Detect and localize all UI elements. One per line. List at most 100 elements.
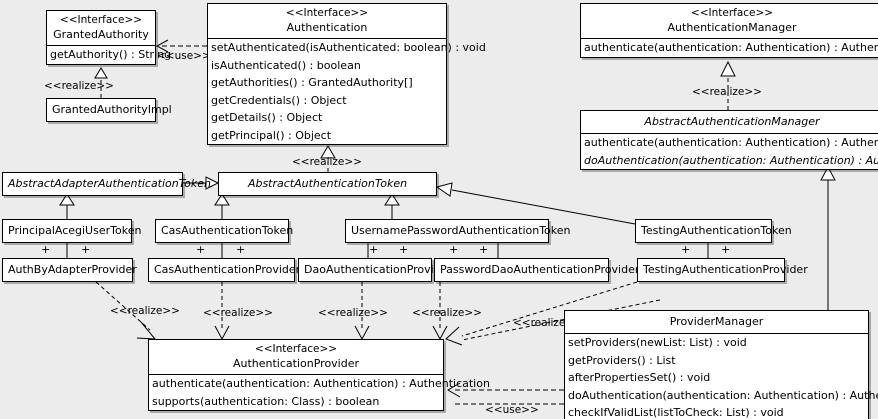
class-name: CasAuthenticationToken	[161, 224, 294, 237]
class-header: CasAuthenticationProvider	[149, 259, 301, 281]
label-realize-auth-by-adapter: <<realize>>	[110, 305, 180, 317]
class-header: GrantedAuthorityImpl	[47, 99, 172, 121]
member-item: getPrincipal() : Object	[211, 128, 332, 142]
class-name: GrantedAuthorityImpl	[52, 103, 172, 116]
class-authentication-provider[interactable]: <<Interface>> AuthenticationProvider aut…	[148, 339, 490, 411]
association-marker: +	[236, 243, 246, 256]
class-name: GrantedAuthority	[53, 28, 149, 41]
member-item: checkIfValidList(listToCheck: List) : vo…	[568, 406, 784, 419]
class-header: PrincipalAcegiUserToken	[3, 220, 142, 242]
class-name: AbstractAuthenticationToken	[247, 177, 408, 190]
member-item: getAuthority() : String	[50, 48, 172, 61]
class-header: TestingAuthenticationToken	[636, 220, 792, 242]
class-name: CasAuthenticationProvider	[154, 263, 301, 276]
member-item: getCredentials() : Object	[211, 93, 347, 107]
class-name: AuthenticationManager	[667, 21, 797, 34]
class-testing-authentication-provider[interactable]: TestingAuthenticationProvider	[637, 258, 808, 282]
class-header: <<Interface>> AuthenticationManager	[581, 4, 878, 38]
class-header: DaoAuthenticationProvider	[299, 259, 452, 281]
member-item: getDetails() : Object	[211, 111, 323, 124]
member-list: getAuthority() : String	[47, 45, 172, 64]
class-name: ProviderManager	[669, 315, 764, 328]
class-username-password-authentication-token[interactable]: UsernamePasswordAuthenticationToken	[345, 219, 571, 243]
class-authentication-manager[interactable]: <<Interface>> AuthenticationManager auth…	[580, 3, 878, 58]
class-password-dao-authentication-provider[interactable]: PasswordDaoAuthenticationProvider	[434, 258, 640, 282]
class-cas-authentication-token[interactable]: CasAuthenticationToken	[155, 219, 294, 243]
class-authentication[interactable]: <<Interface>> Authentication setAuthenti…	[207, 3, 486, 145]
class-name: PasswordDaoAuthenticationProvider	[440, 263, 640, 276]
class-testing-authentication-token[interactable]: TestingAuthenticationToken	[635, 219, 792, 243]
class-abstract-adapter-authentication-token[interactable]: AbstractAdapterAuthenticationToken	[2, 172, 211, 196]
member-item: doAuthentication(authentication: Authent…	[568, 388, 878, 402]
label-realize-dao: <<realize>>	[318, 307, 388, 319]
member-list: setProviders(newList: List) : void getPr…	[565, 333, 878, 419]
member-item: getProviders() : List	[568, 353, 676, 367]
member-item: authenticate(authentication: Authenticat…	[584, 41, 878, 54]
class-principal-acegi-user-token[interactable]: PrincipalAcegiUserToken	[2, 219, 142, 243]
label-realize-authentication-manager: <<realize>>	[692, 86, 762, 98]
class-header: TestingAuthenticationProvider	[638, 259, 808, 281]
member-item: authenticate(authentication: Authenticat…	[584, 136, 878, 149]
association-marker: +	[41, 243, 51, 256]
class-header: <<Interface>> GrantedAuthority	[47, 11, 155, 45]
label-use-provider-manager: <<use>>	[485, 404, 539, 416]
association-marker: +	[81, 243, 91, 256]
class-name: AuthenticationProvider	[232, 357, 360, 370]
class-header: AbstractAuthenticationManager	[581, 111, 878, 133]
member-list: authenticate(authentication: Authenticat…	[581, 133, 878, 169]
association-marker: +	[399, 243, 409, 256]
member-item: setAuthenticated(isAuthenticated: boolea…	[211, 41, 486, 54]
stereotype-label: <<Interface>>	[59, 14, 143, 26]
class-granted-authority[interactable]: <<Interface>> GrantedAuthority getAuthor…	[46, 10, 172, 65]
label-use-authentication-granted-authority: <<use>>	[157, 50, 211, 62]
association-marker: +	[681, 243, 691, 256]
class-name: DaoAuthenticationProvider	[304, 263, 452, 276]
class-name: TestingAuthenticationProvider	[643, 263, 808, 276]
class-name: Authentication	[286, 21, 368, 34]
association-marker: +	[479, 243, 489, 256]
class-name: AbstractAdapterAuthenticationToken	[8, 177, 211, 190]
association-marker: +	[369, 243, 379, 256]
class-header: <<Interface>> Authentication	[208, 4, 446, 38]
class-name: AbstractAuthenticationManager	[644, 115, 820, 128]
class-header: AbstractAuthenticationToken	[219, 173, 436, 195]
class-name: PrincipalAcegiUserToken	[8, 224, 142, 237]
class-provider-manager[interactable]: ProviderManager setProviders(newList: Li…	[564, 310, 878, 419]
class-auth-by-adapter-provider[interactable]: AuthByAdapterProvider	[2, 258, 137, 282]
class-header: PasswordDaoAuthenticationProvider	[435, 259, 640, 281]
member-item: authenticate(authentication: Authenticat…	[152, 377, 490, 390]
class-abstract-authentication-token[interactable]: AbstractAuthenticationToken	[218, 172, 437, 196]
member-item: setProviders(newList: List) : void	[568, 336, 747, 349]
member-list: setAuthenticated(isAuthenticated: boolea…	[208, 38, 486, 144]
member-item: getAuthorities() : GrantedAuthority[]	[211, 76, 413, 89]
class-abstract-authentication-manager[interactable]: AbstractAuthenticationManager authentica…	[580, 110, 878, 170]
member-item: supports(authentication: Class) : boolea…	[152, 394, 380, 408]
stereotype-label: <<Interface>>	[285, 7, 369, 19]
stereotype-label: <<Interface>>	[690, 7, 774, 19]
label-realize-granted-authority: <<realize>>	[44, 80, 114, 92]
class-header: CasAuthenticationToken	[156, 220, 294, 242]
member-item: isAuthenticated() : boolean	[211, 58, 361, 72]
association-marker: +	[449, 243, 459, 256]
label-realize-cas: <<realize>>	[203, 307, 273, 319]
label-realize-password-dao: <<realize>>	[412, 307, 482, 319]
class-name: AuthByAdapterProvider	[8, 263, 137, 276]
association-marker: +	[196, 243, 206, 256]
class-header: AbstractAdapterAuthenticationToken	[3, 173, 211, 195]
stereotype-label: <<Interface>>	[254, 343, 338, 355]
member-item: doAuthentication(authentication: Authent…	[584, 153, 878, 167]
class-granted-authority-impl[interactable]: GrantedAuthorityImpl	[46, 98, 172, 122]
member-item: afterPropertiesSet() : void	[568, 371, 711, 384]
class-cas-authentication-provider[interactable]: CasAuthenticationProvider	[148, 258, 301, 282]
association-marker: +	[721, 243, 731, 256]
class-dao-authentication-provider[interactable]: DaoAuthenticationProvider	[298, 258, 452, 282]
label-realize-authentication: <<realize>>	[292, 156, 362, 168]
member-list: authenticate(authentication: Authenticat…	[581, 38, 878, 57]
member-list: authenticate(authentication: Authenticat…	[149, 374, 490, 410]
class-header: ProviderManager	[565, 311, 868, 333]
class-header: <<Interface>> AuthenticationProvider	[149, 340, 443, 374]
class-name: TestingAuthenticationToken	[641, 224, 792, 237]
class-header: AuthByAdapterProvider	[3, 259, 137, 281]
class-header: UsernamePasswordAuthenticationToken	[346, 220, 571, 242]
